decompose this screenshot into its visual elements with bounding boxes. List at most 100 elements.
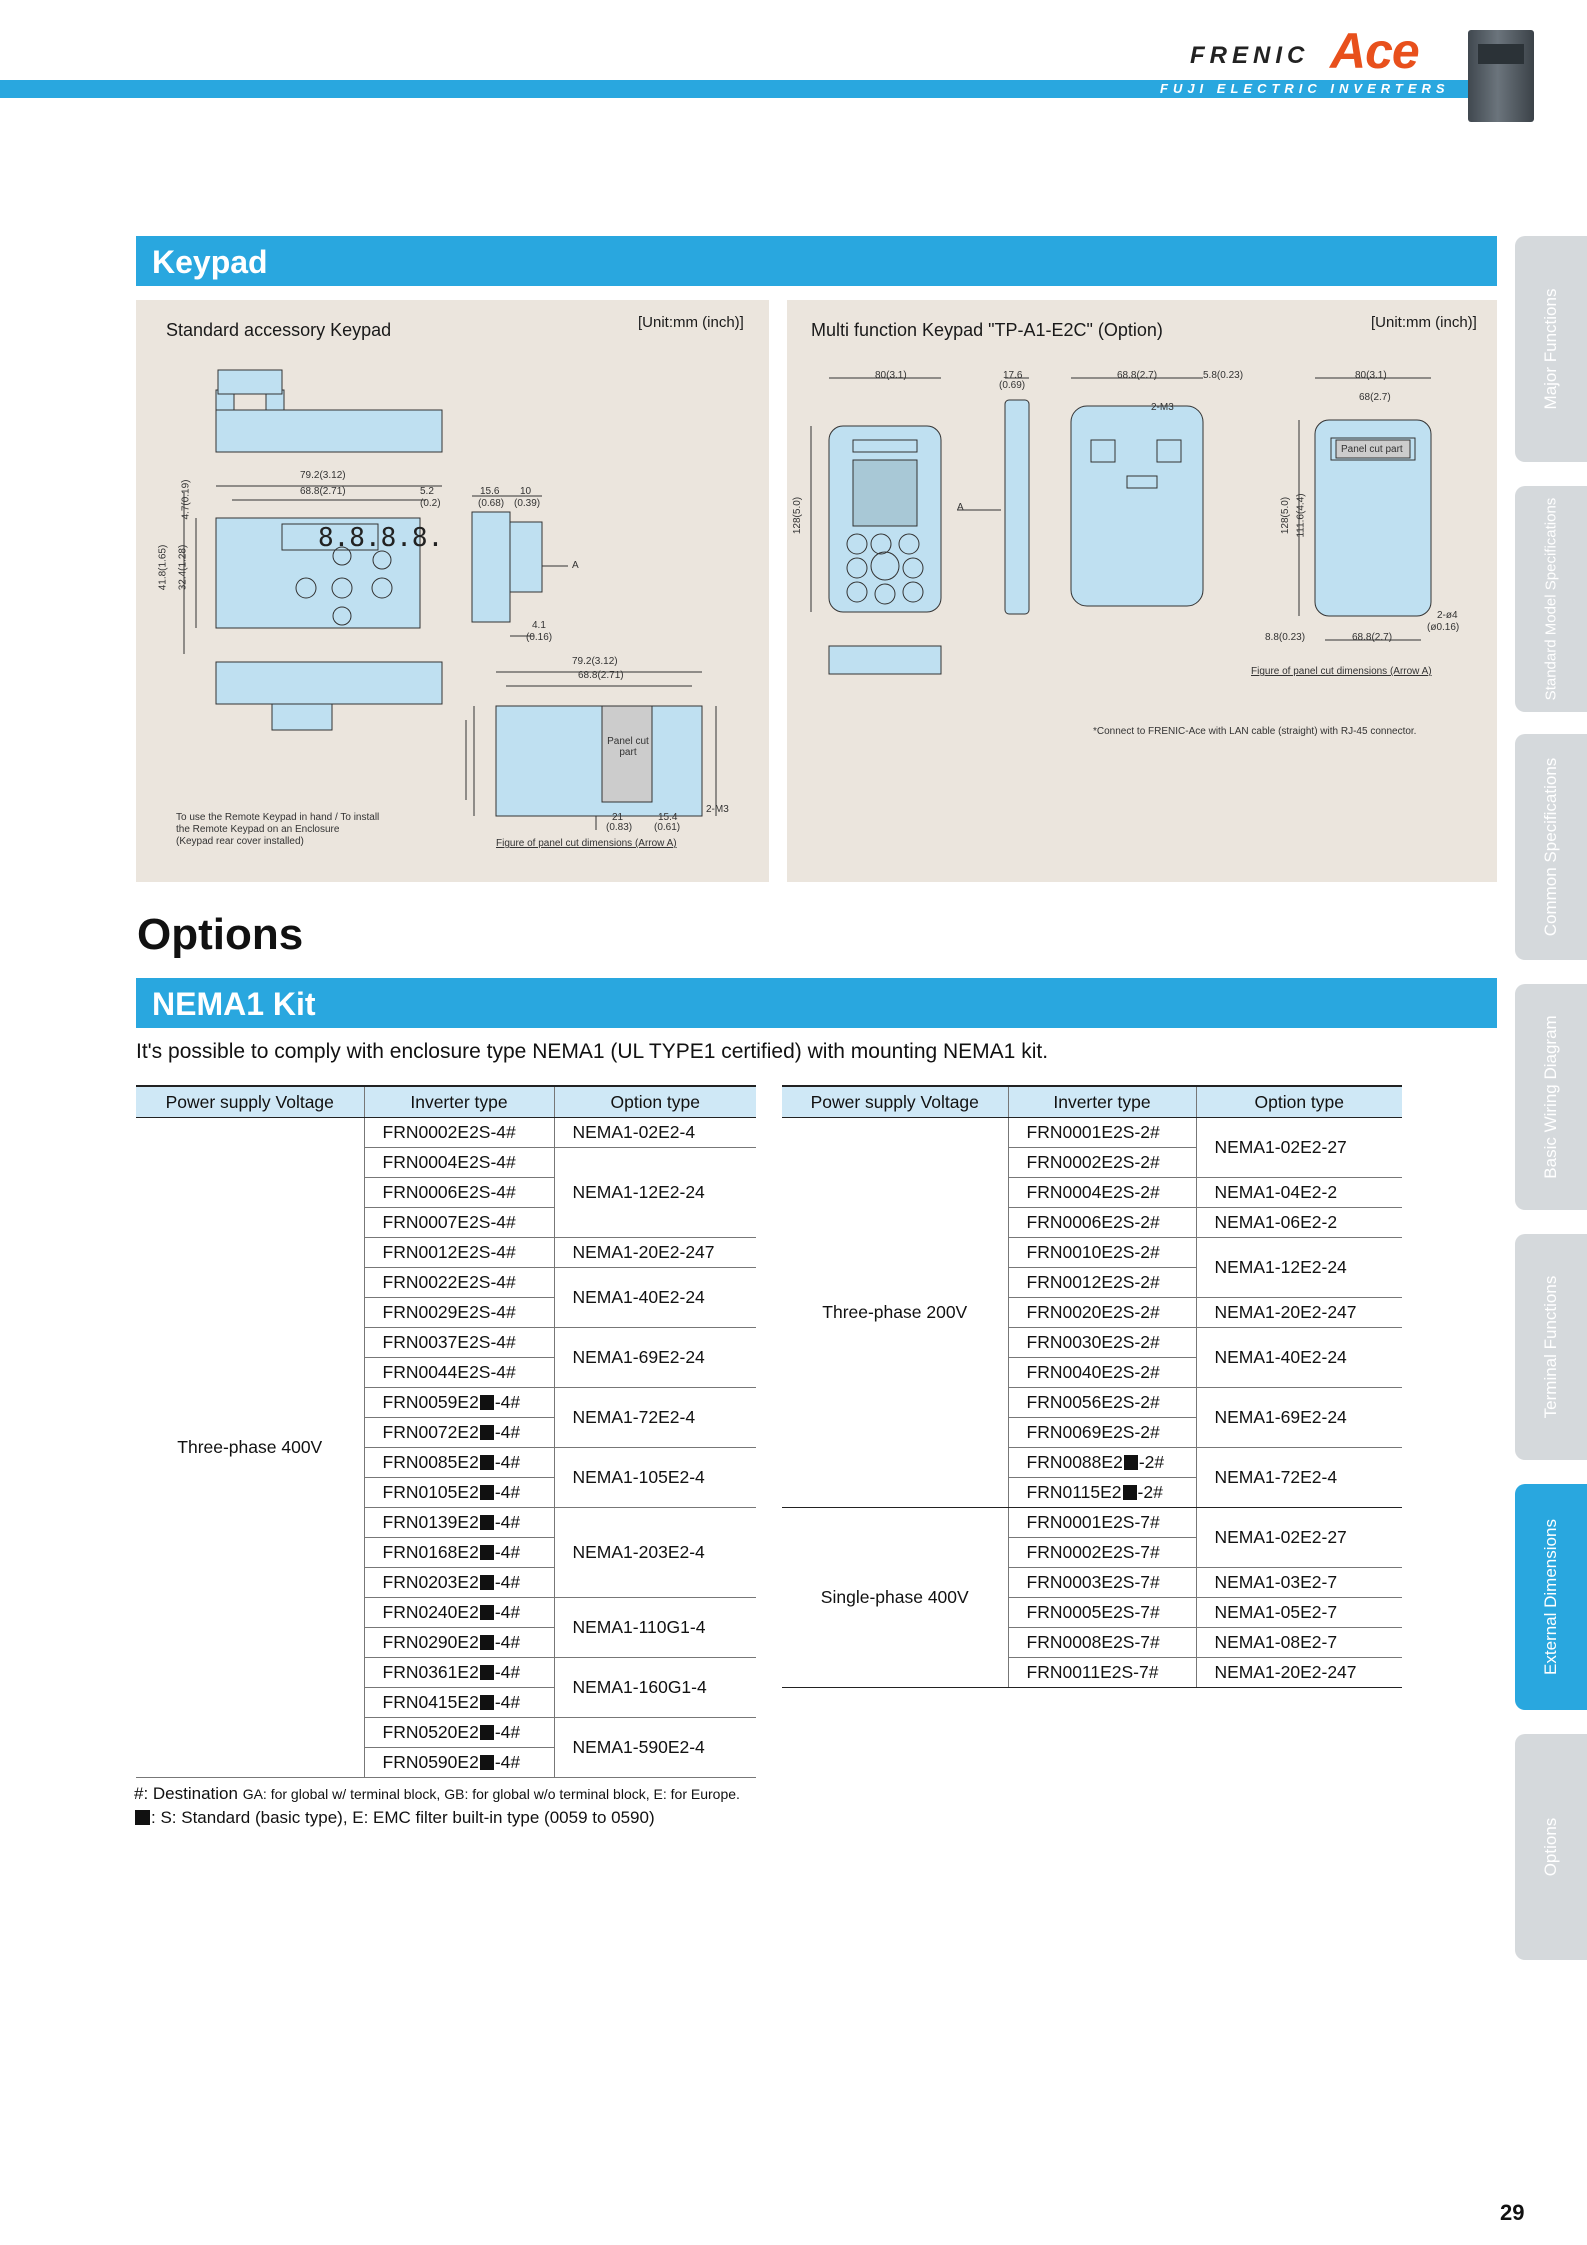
dim-label: (0.2) (420, 498, 441, 509)
table-row: FRN0520E2-4# (364, 1717, 555, 1748)
header-bar (0, 80, 1470, 98)
option-cell: NEMA1-40E2-24 (1196, 1327, 1402, 1388)
option-cell: NEMA1-12E2-24 (554, 1147, 756, 1238)
dim-label: 5.2 (420, 486, 434, 497)
dim-label: 17.6 (1003, 370, 1023, 381)
voltage-cell: Single-phase 400V (782, 1507, 1009, 1688)
header-inverter-type: Inverter type (1008, 1085, 1197, 1118)
table-row: FRN0010E2S-2# (1008, 1237, 1197, 1268)
nema1-section-bar: NEMA1 Kit (136, 978, 1497, 1028)
lan-cable-note: *Connect to FRENIC-Ace with LAN cable (s… (1093, 726, 1417, 737)
keypad-section-bar: Keypad (136, 236, 1497, 286)
table-row: FRN0069E2S-2# (1008, 1417, 1197, 1448)
table-row: FRN0007E2S-4# (364, 1207, 555, 1238)
multi-function-keypad-drawing (810, 377, 1432, 675)
arrow-a-label: A (572, 560, 579, 571)
table-row: FRN0085E2-4# (364, 1447, 555, 1478)
table-row: FRN0290E2-4# (364, 1627, 555, 1658)
table-row: FRN0044E2S-4# (364, 1357, 555, 1388)
header-power-supply: Power supply Voltage (136, 1085, 365, 1118)
option-cell: NEMA1-69E2-24 (554, 1327, 756, 1388)
brand-logo-text: FRENIC (1190, 42, 1310, 69)
header-option-type: Option type (554, 1085, 756, 1118)
option-cell: NEMA1-03E2-7 (1196, 1567, 1402, 1598)
side-tab-major-functions[interactable]: Major Functions (1515, 236, 1587, 462)
side-tab-common-specifications[interactable]: Common Specifications (1515, 734, 1587, 960)
nema1-intro-text: It's possible to comply with enclosure t… (136, 1040, 1049, 1063)
dim-label: 68(2.7) (1359, 392, 1391, 403)
table-row: FRN0037E2S-4# (364, 1327, 555, 1358)
table-row: FRN0059E2-4# (364, 1387, 555, 1418)
dim-label: (0.16) (526, 632, 553, 643)
option-cell: NEMA1-02E2-4 (554, 1117, 756, 1148)
dim-label: 5.8(0.23) (1203, 370, 1244, 381)
side-tab-options[interactable]: Options (1515, 1734, 1587, 1960)
header-inverter-type: Inverter type (364, 1085, 555, 1118)
table-row: FRN0139E2-4# (364, 1507, 555, 1538)
remote-keypad-note: (Keypad rear cover installed) (176, 836, 304, 847)
table-row: FRN0008E2S-7# (1008, 1627, 1197, 1658)
side-tab-terminal-functions[interactable]: Terminal Functions (1515, 1234, 1587, 1460)
table-row: FRN0002E2S-2# (1008, 1147, 1197, 1178)
multi-function-keypad-unit: [Unit:mm (inch)] (1371, 314, 1477, 331)
table-row: FRN0002E2S-4# (364, 1117, 555, 1148)
voltage-cell: Three-phase 400V (136, 1117, 365, 1778)
dim-label: 128(5.0) (1280, 496, 1292, 535)
page-number: 29 (1500, 2200, 1525, 2225)
dim-label: 80(3.1) (875, 370, 907, 381)
dim-label: (0.39) (514, 498, 541, 509)
header-power-supply: Power supply Voltage (782, 1085, 1009, 1118)
table-row: FRN0005E2S-7# (1008, 1597, 1197, 1628)
panel-cut-label: Panel cut part (607, 736, 649, 758)
remote-keypad-note: To use the Remote Keypad in hand / To in… (176, 812, 380, 823)
option-cell: NEMA1-05E2-7 (1196, 1597, 1402, 1628)
side-tab-external-dimensions[interactable]: External Dimensions (1515, 1484, 1587, 1710)
option-cell: NEMA1-20E2-247 (1196, 1297, 1402, 1328)
option-cell: NEMA1-02E2-27 (1196, 1117, 1402, 1178)
nema1-table-400v: Power supply Voltage Inverter type Optio… (136, 1085, 756, 1778)
standard-keypad-panel: Standard accessory Keypad [Unit:mm (inch… (136, 300, 769, 882)
nema1-table-200v: Power supply Voltage Inverter type Optio… (782, 1085, 1402, 1688)
dim-label: 111.6(4.4) (1295, 493, 1307, 538)
voltage-cell: Three-phase 200V (782, 1117, 1009, 1508)
standard-keypad-title: Standard accessory Keypad (166, 320, 392, 340)
option-cell: NEMA1-02E2-27 (1196, 1507, 1402, 1568)
dim-label: 21 (612, 812, 624, 823)
table-row: FRN0020E2S-2# (1008, 1297, 1197, 1328)
dim-label: (0.83) (606, 822, 633, 833)
dim-label: 15.4 (658, 812, 678, 823)
side-tab-standard-model-specifications[interactable]: Standard Model Specifications (1515, 486, 1587, 712)
option-cell: NEMA1-06E2-2 (1196, 1207, 1402, 1238)
dim-label: (ø0.16) (1427, 622, 1460, 633)
dim-label: 79.2(3.12) (572, 656, 618, 667)
options-heading: Options (137, 910, 304, 959)
remote-keypad-note: the Remote Keypad on an Enclosure (176, 824, 340, 835)
table-row: FRN0012E2S-2# (1008, 1267, 1197, 1298)
table-row: FRN0003E2S-7# (1008, 1567, 1197, 1598)
option-cell: NEMA1-203E2-4 (554, 1507, 756, 1598)
header-option-type: Option type (1196, 1085, 1402, 1118)
dim-label: 79.2(3.12) (300, 470, 346, 481)
table-row: FRN0115E2-2# (1008, 1477, 1197, 1508)
table-row: FRN0361E2-4# (364, 1657, 555, 1688)
option-cell: NEMA1-20E2-247 (554, 1237, 756, 1268)
option-cell: NEMA1-69E2-24 (1196, 1387, 1402, 1448)
option-cell: NEMA1-110G1-4 (554, 1597, 756, 1658)
dim-label: 41.8(1.65) (157, 544, 169, 591)
panel-cut-label: Panel cut part (1341, 444, 1403, 455)
option-cell: NEMA1-40E2-24 (554, 1267, 756, 1328)
table-row: FRN0590E2-4# (364, 1747, 555, 1778)
table-row: FRN0011E2S-7# (1008, 1657, 1197, 1688)
option-cell: NEMA1-72E2-4 (1196, 1447, 1402, 1508)
table-row: FRN0004E2S-4# (364, 1147, 555, 1178)
dim-label: 4.1 (532, 620, 546, 631)
dim-label: 2-ø4 (1437, 610, 1458, 621)
table-row: FRN0006E2S-4# (364, 1177, 555, 1208)
multi-function-keypad-title: Multi function Keypad "TP-A1-E2C" (Optio… (811, 320, 1163, 340)
keypad-section-title: Keypad (152, 244, 268, 280)
brand-logo-accent: Ace (1330, 23, 1420, 79)
table-row: FRN0022E2S-4# (364, 1267, 555, 1298)
side-tab-basic-wiring-diagram[interactable]: Basic Wiring Diagram (1515, 984, 1587, 1210)
dim-label: (0.68) (478, 498, 505, 509)
option-cell: NEMA1-20E2-247 (1196, 1657, 1402, 1688)
